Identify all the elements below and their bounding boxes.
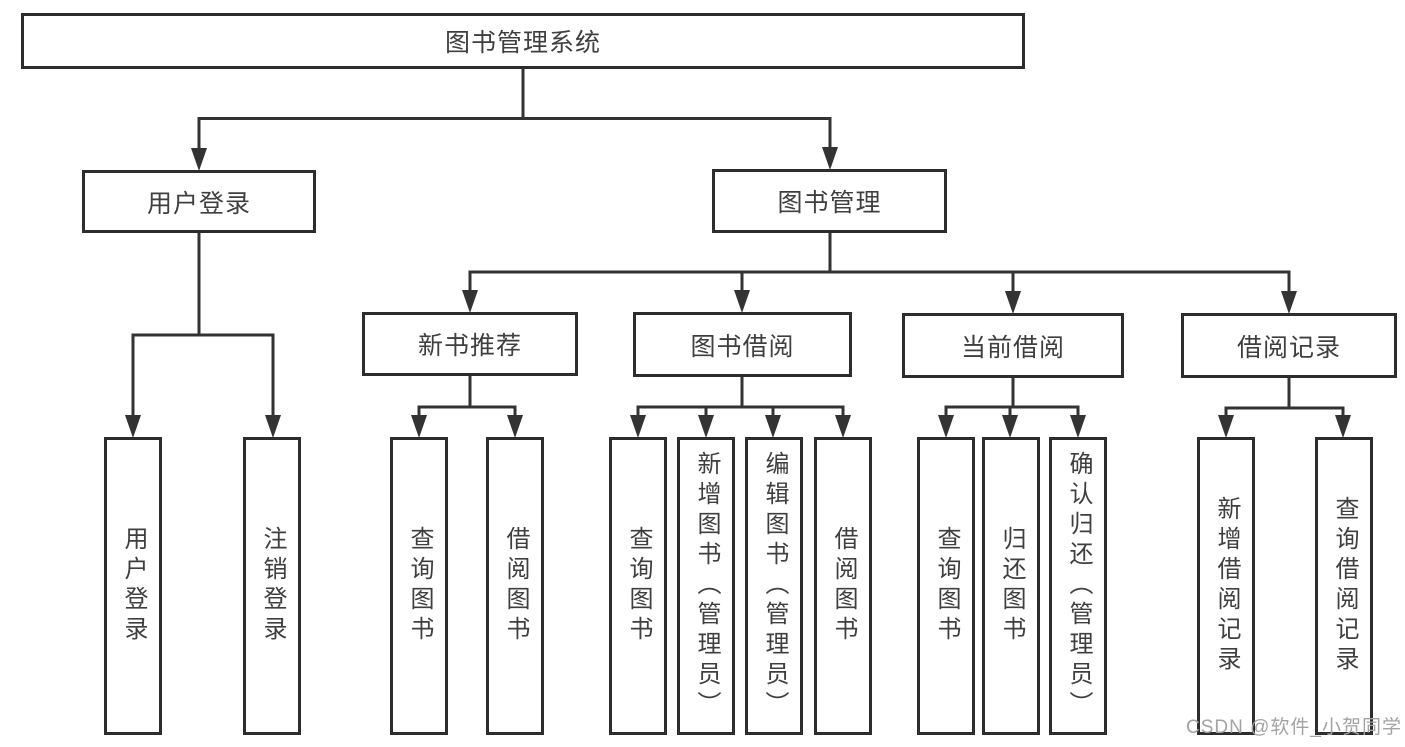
leaf-logout: 注销登录 <box>243 437 301 735</box>
connector-borrowing-records-to-leaves <box>1218 378 1351 438</box>
leaf-recommend-borrow-books: 借阅图书 <box>486 437 544 735</box>
arrowhead-icon <box>191 148 207 171</box>
leaf-borrowing-borrow-books: 借阅图书 <box>814 437 872 735</box>
arrowhead-icon <box>734 290 750 313</box>
leaf-current-return-books: 归还图书 <box>982 437 1040 735</box>
arrowhead-icon <box>411 415 427 438</box>
connector-current-borrowing-to-leaves <box>938 378 1086 438</box>
arrowhead-icon <box>125 415 141 438</box>
leaf-records-query-record: 查询借阅记录 <box>1315 437 1373 735</box>
leaf-user-login: 用户登录 <box>104 437 162 735</box>
leaf-records-add-record: 新增借阅记录 <box>1197 437 1255 735</box>
arrowhead-icon <box>1281 291 1297 314</box>
connector-book-management-to-level3 <box>462 233 1297 314</box>
arrowhead-icon <box>765 415 781 438</box>
arrowhead-icon <box>462 290 478 313</box>
leaf-recommend-query-books: 查询图书 <box>390 437 448 735</box>
connector-book-borrowing-to-leaves <box>630 377 851 438</box>
node-library-management-system: 图书管理系统 <box>21 13 1025 69</box>
leaf-current-query-books: 查询图书 <box>917 437 975 735</box>
leaf-borrowing-edit-books-admin: 编辑图书（管理员） <box>745 437 803 735</box>
arrowhead-icon <box>1070 415 1086 438</box>
node-new-book-recommend: 新书推荐 <box>362 312 578 376</box>
arrowhead-icon <box>1218 415 1234 438</box>
node-book-management: 图书管理 <box>712 169 947 233</box>
arrowhead-icon <box>938 415 954 438</box>
connector-new-book-recommend-to-leaves <box>411 376 523 438</box>
connector-root-to-level2 <box>191 69 838 171</box>
node-book-borrowing: 图书借阅 <box>633 312 852 377</box>
arrowhead-icon <box>1005 291 1021 314</box>
node-current-borrowing: 当前借阅 <box>902 313 1124 378</box>
node-user-login: 用户登录 <box>82 170 316 233</box>
csdn-watermark: CSDN @软件_小贺同学 <box>1186 717 1402 738</box>
leaf-current-confirm-return-admin: 确认归还（管理员） <box>1049 437 1107 735</box>
arrowhead-icon <box>822 147 838 170</box>
connector-user-login-to-leaves <box>125 233 281 438</box>
arrowhead-icon <box>507 415 523 438</box>
arrowhead-icon <box>630 415 646 438</box>
arrowhead-icon <box>265 415 281 438</box>
leaf-borrowing-query-books: 查询图书 <box>609 437 667 735</box>
arrowhead-icon <box>698 415 714 438</box>
arrowhead-icon <box>1002 415 1018 438</box>
leaf-borrowing-add-books-admin: 新增图书（管理员） <box>677 437 735 735</box>
arrowhead-icon <box>835 415 851 438</box>
arrowhead-icon <box>1335 415 1351 438</box>
node-borrowing-records: 借阅记录 <box>1181 313 1397 378</box>
